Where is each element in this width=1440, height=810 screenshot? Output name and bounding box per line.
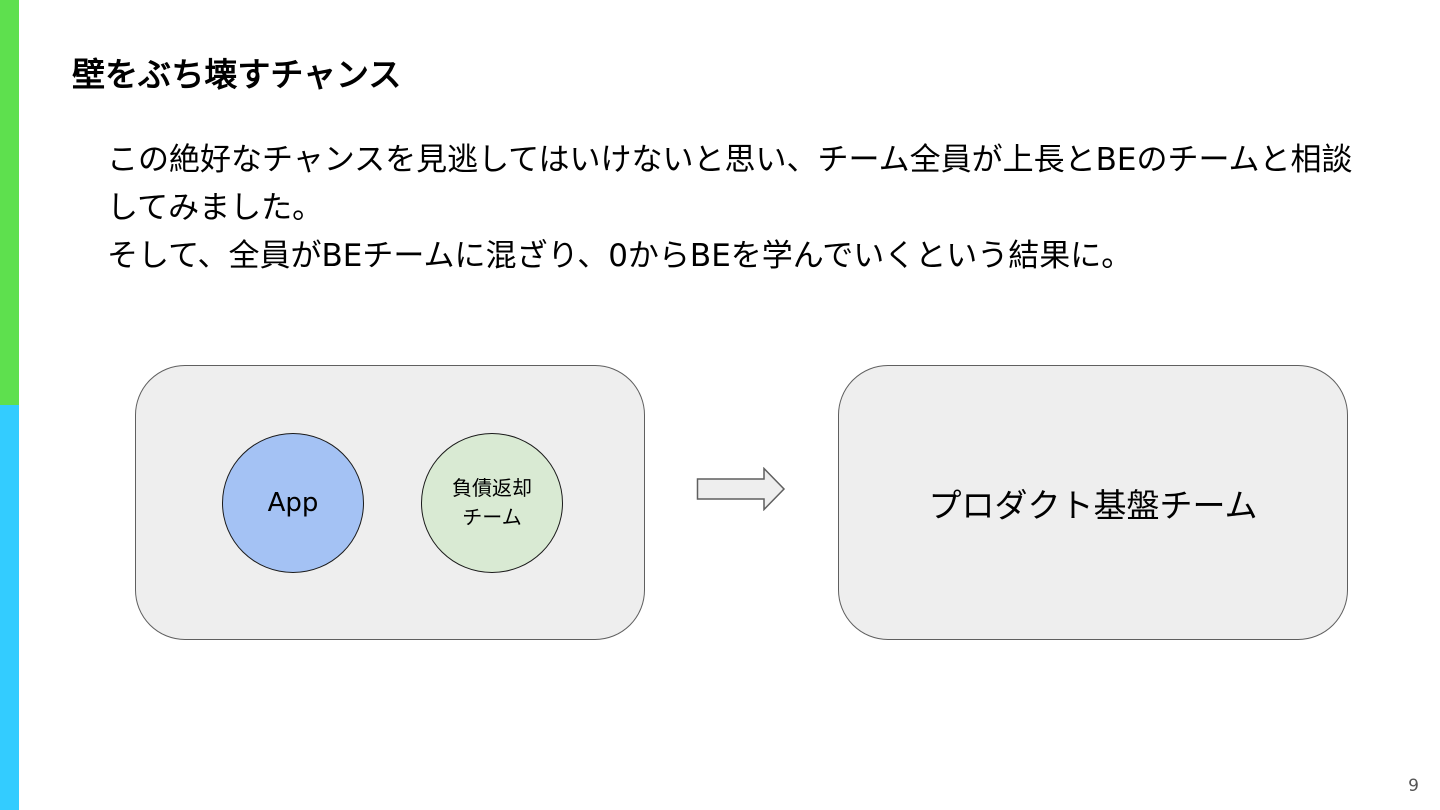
debt-repayment-team-circle: 負債返却チーム (421, 433, 563, 573)
before-group-box (135, 365, 645, 640)
after-group-box: プロダクト基盤チーム (838, 365, 1348, 640)
body-paragraph-2: そして、全員がBEチームに混ざり、0からBEを学んでいくという結果に。 (107, 238, 1133, 274)
slide-title: 壁をぶち壊すチャンス (72, 55, 402, 94)
body-paragraph-1: この絶好なチャンスを見逃してはいけないと思い、チーム全員が上長とBEのチームと相… (107, 142, 1353, 226)
accent-bar-bottom (0, 405, 19, 810)
right-arrow-icon (696, 467, 786, 511)
accent-bar-top (0, 0, 19, 405)
body-text: この絶好なチャンスを見逃してはいけないと思い、チーム全員が上長とBEのチームと相… (107, 136, 1367, 280)
app-team-circle: App (222, 433, 364, 573)
product-platform-team-label: プロダクト基盤チーム (928, 485, 1258, 525)
debt-repayment-team-label: 負債返却チーム (452, 476, 532, 529)
page-number: 9 (1408, 776, 1419, 796)
app-team-label: App (267, 488, 319, 518)
